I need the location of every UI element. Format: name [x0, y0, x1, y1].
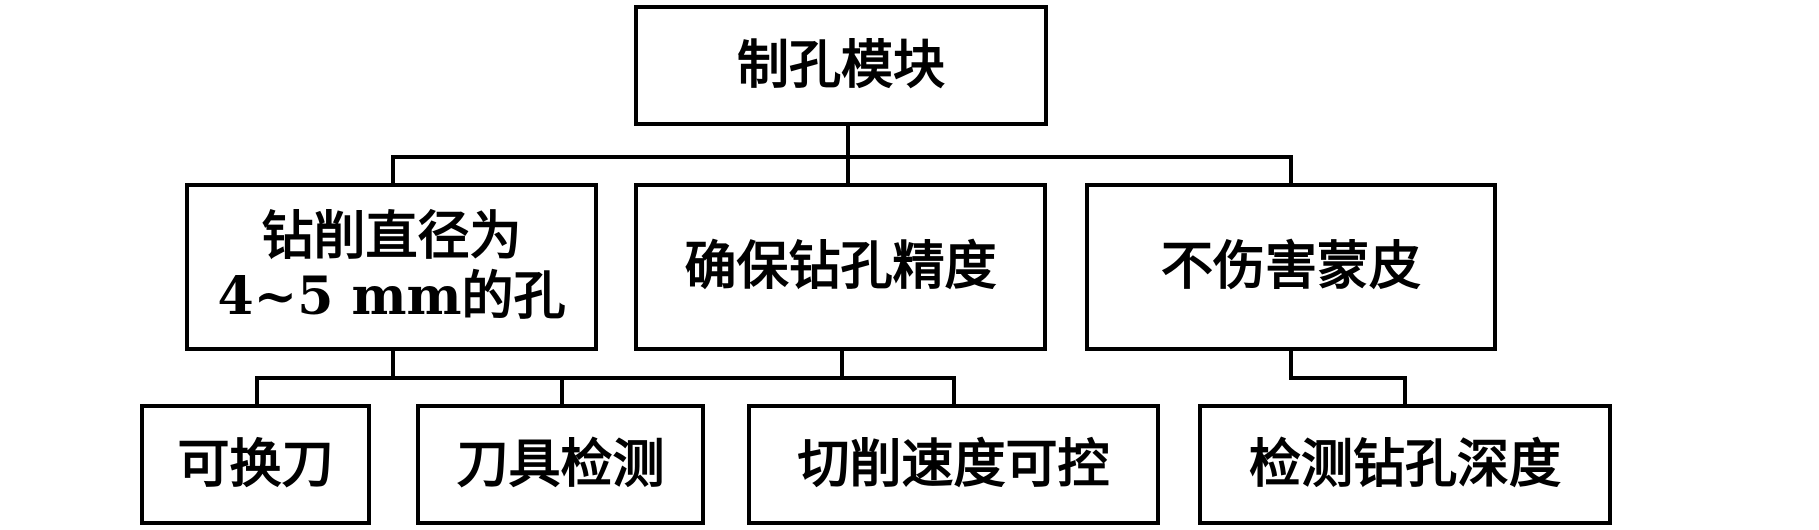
- connector-drop-tool-change: [255, 376, 259, 406]
- node-cutting-speed-control-label: 切削速度可控: [797, 433, 1110, 495]
- connector-skin-stem: [1289, 350, 1293, 378]
- node-drill-precision: 确保钻孔精度: [634, 183, 1047, 351]
- node-drill-depth-detection: 检测钻孔深度: [1198, 404, 1612, 525]
- connector-drop-speed: [952, 376, 956, 406]
- connector-level2-bar: [255, 376, 956, 380]
- connector-root-stem: [846, 125, 850, 157]
- connector-drop-tool-detect: [560, 376, 564, 406]
- node-drill-diameter: 钻削直径为 4~5 mm的孔: [185, 183, 598, 351]
- node-no-skin-damage-label: 不伤害蒙皮: [1160, 236, 1421, 298]
- node-tool-change-label: 可换刀: [177, 433, 334, 495]
- node-drill-diameter-line2: 4~5 mm的孔: [217, 266, 566, 327]
- connector-drop-precision: [846, 155, 850, 185]
- connector-level1-bar: [391, 155, 1293, 159]
- node-drill-diameter-line1: 钻削直径为: [261, 206, 522, 268]
- node-drill-precision-label: 确保钻孔精度: [684, 236, 997, 298]
- node-no-skin-damage: 不伤害蒙皮: [1085, 183, 1497, 351]
- node-cutting-speed-control: 切削速度可控: [747, 404, 1160, 525]
- connector-drop-depth: [1403, 376, 1407, 406]
- node-drill-depth-detection-label: 检测钻孔深度: [1248, 433, 1561, 495]
- connector-skin-bar: [1289, 376, 1407, 380]
- connector-diameter-stem: [391, 350, 395, 378]
- connector-drop-diameter: [391, 155, 395, 185]
- node-tool-change: 可换刀: [140, 404, 371, 525]
- node-tool-detection-label: 刀具检测: [456, 433, 665, 495]
- node-tool-detection: 刀具检测: [416, 404, 705, 525]
- connector-precision-stem: [840, 350, 844, 378]
- connector-drop-skin: [1289, 155, 1293, 185]
- root-node-hole-making-module: 制孔模块: [634, 5, 1048, 126]
- root-node-label: 制孔模块: [736, 34, 945, 96]
